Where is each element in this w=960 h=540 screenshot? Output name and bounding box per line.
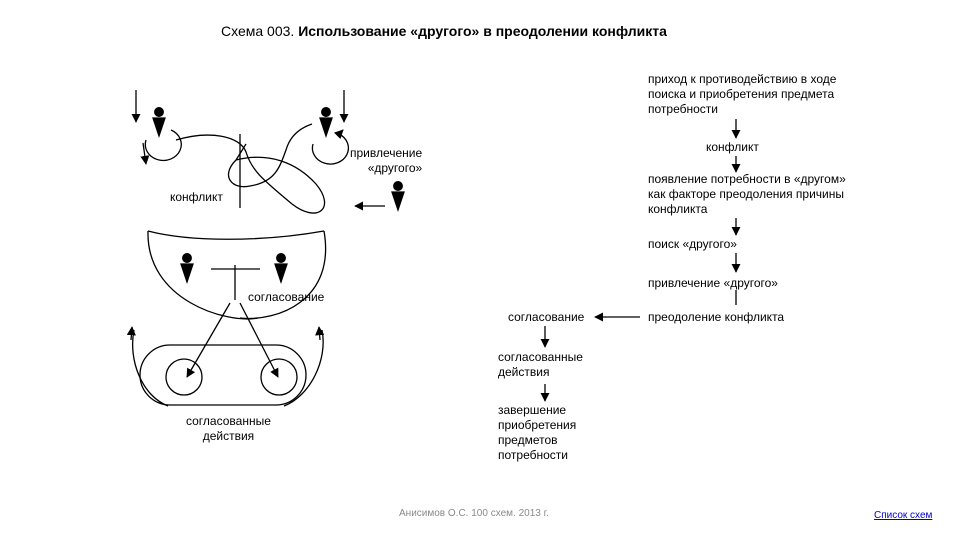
- coordination-label: согласование: [248, 290, 325, 304]
- coordinated-actions-label: согласованные действия: [186, 414, 271, 443]
- conflict-label: конфликт: [170, 190, 223, 204]
- flow-step-8: согласованные действия: [498, 350, 583, 379]
- agent-left-top: [131, 90, 182, 165]
- flow-step-4: поиск «другого»: [648, 237, 737, 251]
- diagram-title: Схема 003. Использование «другого» в пре…: [221, 23, 667, 39]
- flow-step-5: привлечение «другого»: [648, 276, 778, 290]
- author-credit: Анисимов О.С. 100 схем. 2013 г.: [399, 508, 549, 519]
- flow-step-3: появление потребности в «другом» как фак…: [648, 172, 846, 216]
- coordinated-actions-shape: [126, 326, 325, 407]
- flow-step-6: преодоление конфликта: [648, 310, 785, 324]
- flow-step-1: приход к противодействию в ходе поиска и…: [648, 72, 837, 116]
- title-main: Использование «другого» в преодолении ко…: [298, 23, 667, 39]
- flow-step-7: согласование: [508, 310, 585, 324]
- flow-step-9: завершение приобретения предметов потреб…: [498, 403, 577, 462]
- coordination-bowl: [147, 230, 327, 378]
- schemes-list-link[interactable]: Список схем: [874, 510, 933, 521]
- conflict-loops: [175, 123, 405, 214]
- flow-arrows: [540, 119, 741, 402]
- title-prefix: Схема 003.: [221, 23, 299, 39]
- attraction-label: привлечение «другого»: [350, 146, 423, 175]
- agent-right-top: [311, 90, 349, 165]
- flow-step-2: конфликт: [706, 140, 759, 154]
